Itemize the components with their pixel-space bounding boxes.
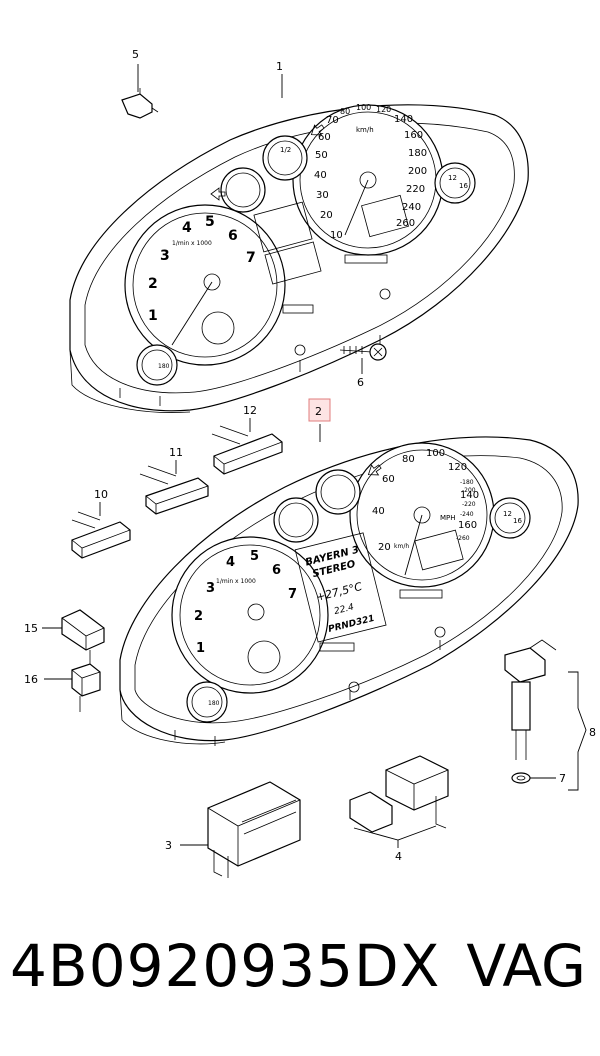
- callout-4: 4: [395, 850, 402, 863]
- callout-3: 3: [165, 839, 172, 852]
- fuel-gauge-top: [262, 135, 308, 181]
- connector-12: [211, 425, 283, 475]
- tacho-b-number-2: 2: [194, 609, 203, 624]
- tacho-number-4: 4: [182, 220, 192, 236]
- speedo-b-number-100: 100: [426, 448, 445, 459]
- speedo-mph-200: -200: [462, 487, 476, 494]
- speedo-mph-180: -180: [460, 479, 474, 486]
- speedo-mph-260: -260: [456, 535, 470, 542]
- tachometer-top: [124, 204, 286, 366]
- part-15-sensor: [42, 609, 105, 668]
- callout-7: 7: [559, 772, 566, 785]
- part-16-connector: [44, 663, 101, 712]
- part-number-label: 4B0920935DX: [10, 932, 441, 1000]
- part-8-sensor: [504, 639, 587, 791]
- callout-6: 6: [357, 376, 364, 389]
- speedo-b-number-20: 20: [378, 542, 391, 553]
- instrument-cluster-bottom: 1 2 3 4 5 6 7 1/min x 1000 20 40 60 80 1…: [119, 436, 579, 746]
- callout-2: 2: [315, 405, 322, 418]
- exploded-parts-diagram: 1 2 3 4 5 6 7 1/min x 1000 10 20 30 40 5…: [24, 48, 596, 878]
- temp-value-12: 12: [448, 174, 457, 182]
- oil-gauge-top: [136, 344, 178, 386]
- tacho-number-3: 3: [160, 248, 170, 264]
- part-3-module: [180, 781, 301, 878]
- tacho-number-5: 5: [205, 214, 215, 230]
- speedo-b-number-80: 80: [402, 454, 415, 465]
- part-4-connector: [349, 755, 449, 848]
- speedo-b-number-140: 140: [460, 490, 479, 501]
- speedo-number-80: 80: [340, 107, 350, 116]
- display-odometer: 22.4: [333, 602, 355, 617]
- tacho-b-number-3: 3: [206, 581, 215, 596]
- callout-10: 10: [94, 488, 108, 501]
- speedo-number-20: 20: [320, 210, 333, 221]
- part-5-clip: [121, 64, 159, 119]
- speedo-number-60: 60: [318, 132, 331, 143]
- speedo-b-number-160: 160: [458, 520, 477, 531]
- gauge-small-left-top: [220, 167, 266, 213]
- callout-8: 8: [589, 726, 596, 739]
- speedo-mph-220: -220: [462, 501, 476, 508]
- tacho-number-7: 7: [246, 250, 256, 266]
- speedo-b-number-120: 120: [448, 462, 467, 473]
- tacho-number-2: 2: [148, 276, 158, 292]
- speedo-number-10: 10: [330, 230, 343, 241]
- oil-b-value-180: 180: [208, 700, 220, 707]
- temp-b-value-16: 16: [513, 517, 522, 525]
- tacho-b-number-5: 5: [250, 549, 259, 564]
- speedo-number-40: 40: [314, 170, 327, 181]
- connector-11: [139, 465, 209, 515]
- callout-5: 5: [132, 48, 139, 61]
- tacho-number-1: 1: [148, 308, 158, 324]
- temp-gauge-top: [434, 162, 476, 204]
- temp-b-value-12: 12: [503, 510, 512, 518]
- speedo-number-260: 260: [396, 218, 415, 229]
- speedo-mph-label: MPH: [440, 514, 456, 522]
- speedo-number-30: 30: [316, 190, 329, 201]
- oil-value-180: 180: [158, 363, 170, 370]
- callout-2-highlight: [308, 398, 331, 422]
- oil-gauge-bottom: [186, 681, 228, 723]
- tacho-number-6: 6: [228, 228, 238, 244]
- callout-11: 11: [169, 446, 183, 459]
- fuel-half-label: 1/2: [280, 146, 291, 154]
- callout-16: 16: [24, 673, 38, 686]
- speedo-number-140: 140: [394, 114, 413, 125]
- speedo-number-240: 240: [402, 202, 421, 213]
- tacho-b-unit-label: 1/min x 1000: [216, 578, 256, 585]
- speedo-number-200: 200: [408, 166, 427, 177]
- callout-15: 15: [24, 622, 38, 635]
- speedo-unit-label: km/h: [356, 126, 374, 134]
- tacho-b-number-1: 1: [196, 641, 205, 656]
- speedo-mph-240: -240: [460, 511, 474, 518]
- tachometer-bottom: [171, 536, 329, 694]
- callout-1: 1: [276, 60, 283, 73]
- speedo-b-number-40: 40: [372, 506, 385, 517]
- temp-gauge-bottom: [489, 497, 531, 539]
- speedo-number-220: 220: [406, 184, 425, 195]
- speedo-b-number-60: 60: [382, 474, 395, 485]
- speedo-number-180: 180: [408, 148, 427, 159]
- brand-label: VAG: [466, 932, 586, 1000]
- speedo-b-unit-label: km/h: [394, 543, 409, 550]
- fuel-gauge-bottom: [315, 469, 361, 515]
- temp-value-16: 16: [459, 182, 468, 190]
- gauge-small-left-bottom: [273, 497, 319, 543]
- speedo-number-100: 100: [356, 103, 371, 112]
- tacho-b-number-6: 6: [272, 563, 281, 578]
- tacho-unit-label: 1/min x 1000: [172, 240, 212, 247]
- part-7-washer: [511, 772, 556, 784]
- connector-10: [71, 511, 131, 559]
- speedo-number-160: 160: [404, 130, 423, 141]
- speedo-number-70: 70: [326, 115, 339, 126]
- tacho-b-number-7: 7: [288, 587, 297, 602]
- speedo-number-50: 50: [315, 150, 328, 161]
- callout-12: 12: [243, 404, 257, 417]
- speedo-number-120: 120: [376, 105, 391, 114]
- part-6-screw: [339, 343, 387, 374]
- tacho-b-number-4: 4: [226, 555, 235, 570]
- instrument-cluster-top: 1 2 3 4 5 6 7 1/min x 1000 10 20 30 40 5…: [69, 103, 529, 413]
